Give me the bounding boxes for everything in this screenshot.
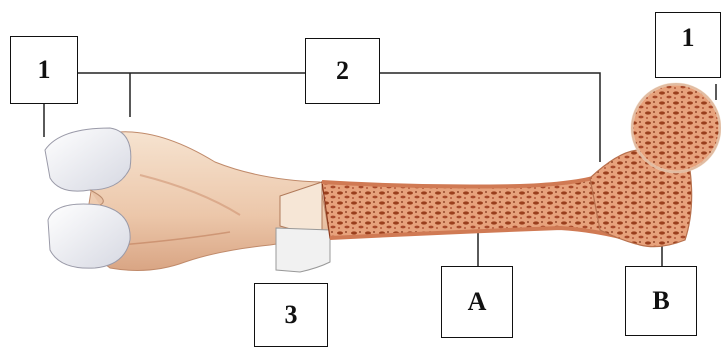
articular-cartilage-bottom [48, 204, 130, 268]
articular-cartilage-top [45, 128, 131, 191]
label-3: 3 [254, 283, 328, 347]
label-b: B [625, 266, 697, 336]
label-1-left: 1 [10, 36, 78, 104]
bone-right-head [590, 84, 720, 247]
label-1-right: 1 [655, 12, 721, 78]
bracket-distal-epiphysis [380, 73, 600, 162]
label-a: A [441, 266, 513, 338]
periosteum-flap [276, 228, 330, 272]
bracket-proximal-epiphysis [78, 73, 305, 117]
label-2: 2 [305, 38, 380, 104]
